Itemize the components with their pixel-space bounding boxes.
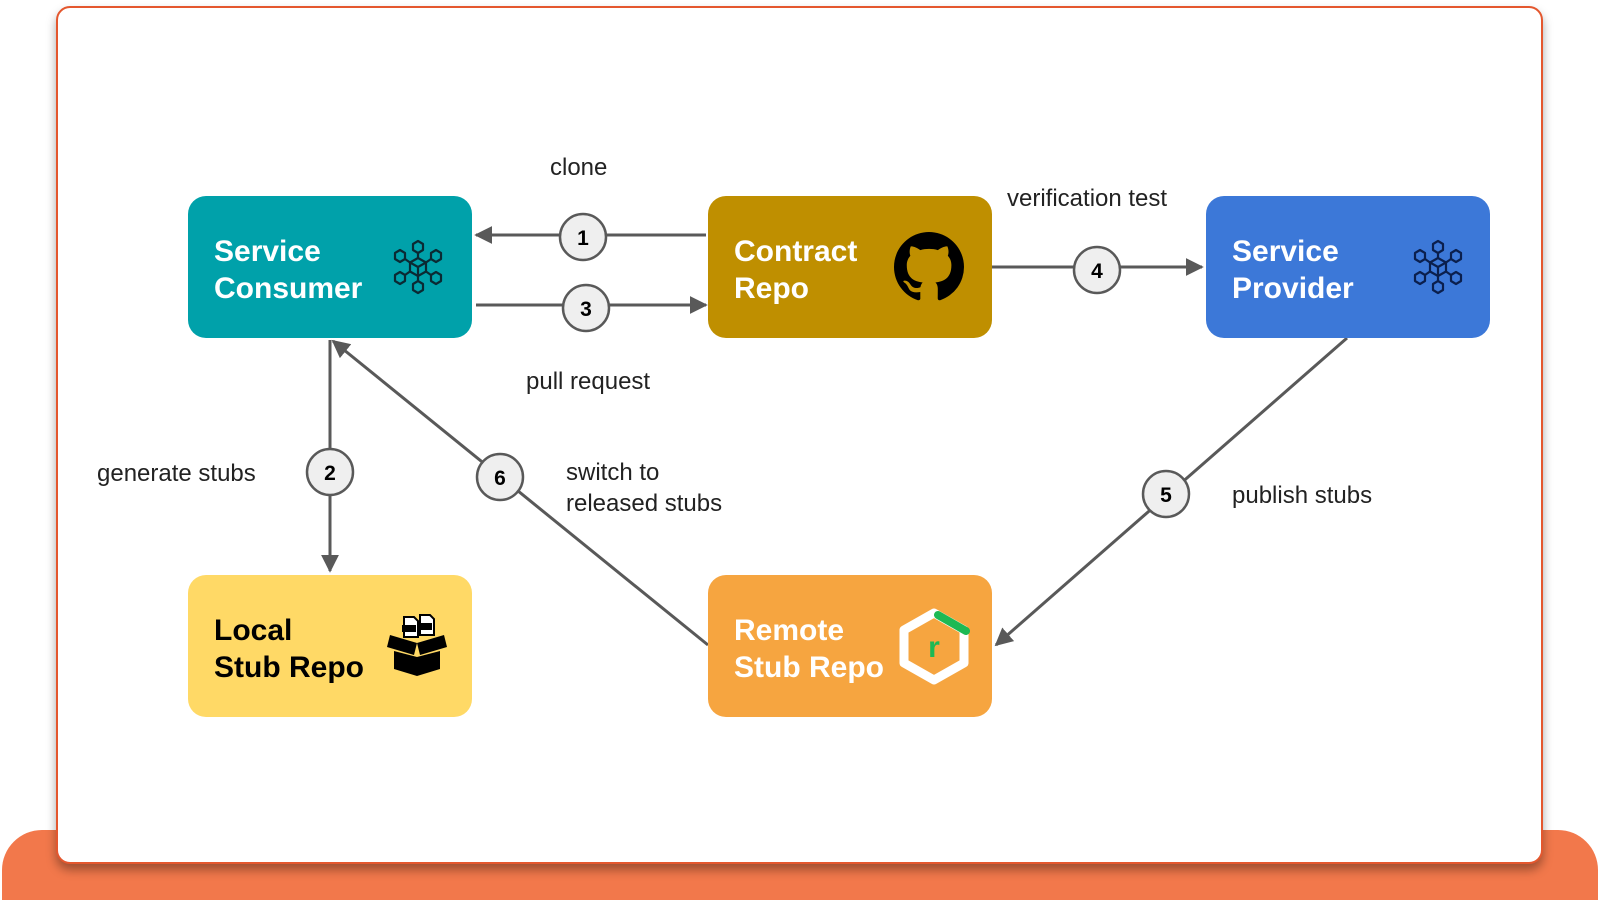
step-number-6: 6 xyxy=(494,467,506,490)
step-badge-2 xyxy=(305,447,355,497)
label-verification-test: verification test xyxy=(1007,185,1168,212)
node-label: Service Provider xyxy=(1232,233,1412,307)
label-publish-stubs: publish stubs xyxy=(1232,482,1373,509)
step-badge-4 xyxy=(1072,245,1122,295)
step-badge-5 xyxy=(1141,469,1191,519)
node-local-stub-repo: Local Stub Repo xyxy=(188,575,472,717)
arrow-switch-stubs xyxy=(331,339,709,647)
diagram-card xyxy=(56,6,1543,864)
node-label-line2: Consumer xyxy=(214,272,363,305)
label-switch-line2: released stubs xyxy=(566,490,723,517)
label-clone: clone xyxy=(550,154,608,181)
node-service-provider: Service Provider xyxy=(1206,196,1490,338)
step-number-1: 1 xyxy=(577,227,589,250)
step-badge-1 xyxy=(558,212,608,262)
node-label-line1: Contract xyxy=(734,235,858,268)
jar-box-icon xyxy=(387,614,447,676)
label-pull-request: pull request xyxy=(526,368,651,395)
step-badge-6 xyxy=(475,452,525,502)
node-label: Remote Stub Repo xyxy=(734,612,914,686)
node-label: Local Stub Repo xyxy=(214,612,394,686)
node-label-line1: Local xyxy=(214,614,293,647)
node-label-line2: Stub Repo xyxy=(734,651,884,684)
node-remote-stub-repo: Remote Stub Repo r xyxy=(708,575,992,717)
step-number-3: 3 xyxy=(580,298,592,321)
microservice-cube-icon xyxy=(393,239,443,295)
node-label: Contract Repo xyxy=(734,233,914,307)
node-service-consumer: Service Consumer xyxy=(188,196,472,338)
nexus-repository-icon: r xyxy=(899,608,970,685)
label-switch-line1: switch to xyxy=(566,459,660,486)
microservice-cube-icon xyxy=(1413,239,1463,295)
step-number-4: 4 xyxy=(1091,260,1103,283)
node-label-line1: Service xyxy=(214,235,321,268)
github-icon xyxy=(894,232,964,301)
label-switch-stubs: switch to released stubs xyxy=(566,457,722,519)
step-number-2: 2 xyxy=(324,462,336,485)
step-badge-3 xyxy=(561,283,611,333)
node-label-line1: Service xyxy=(1232,235,1339,268)
step-number-5: 5 xyxy=(1160,484,1172,507)
node-label: Service Consumer xyxy=(214,233,394,307)
label-generate-stubs: generate stubs xyxy=(97,460,256,487)
node-label-line2: Repo xyxy=(734,272,809,305)
node-label-line2: Stub Repo xyxy=(214,651,364,684)
node-contract-repo: Contract Repo xyxy=(708,196,992,338)
svg-text:r: r xyxy=(928,631,940,664)
node-label-line1: Remote xyxy=(734,614,845,647)
node-label-line2: Provider xyxy=(1232,272,1354,305)
